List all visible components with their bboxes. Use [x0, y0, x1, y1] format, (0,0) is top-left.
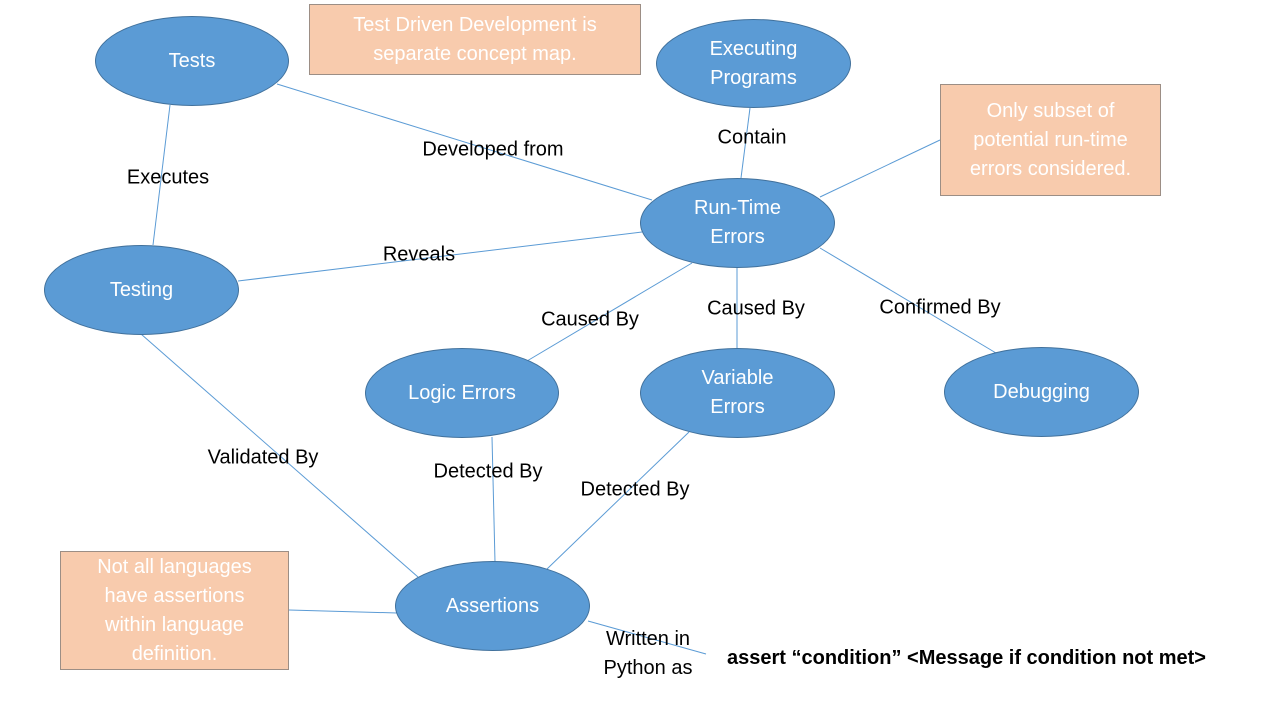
- edge-tests-testing: [152, 104, 171, 246]
- edge-testing-assertions: [140, 333, 419, 578]
- edge-run-time-errors-debugging: [819, 247, 997, 354]
- label-detected-by-logic: Detected By: [433, 460, 543, 483]
- label-executes: Executes: [126, 166, 210, 189]
- label-confirmed-by: Confirmed By: [879, 296, 1001, 319]
- label-written-in-python: Written in Python as: [603, 628, 693, 679]
- node-assertions: Assertions: [395, 561, 590, 651]
- edge-variable-errors-assertions: [546, 431, 690, 570]
- node-tests: Tests: [95, 16, 289, 106]
- label-developed-from: Developed from: [422, 138, 564, 161]
- edge-executing-programs-run-time-errors: [740, 107, 751, 179]
- edge-languages-note-assertions: [288, 609, 398, 614]
- node-variable-errors: Variable Errors: [640, 348, 835, 438]
- assert-syntax-text: assert “condition” <Message if condition…: [727, 647, 1206, 669]
- edge-testing-run-time-errors: [237, 231, 643, 282]
- label-detected-by-variable: Detected By: [580, 478, 690, 501]
- node-logic-errors: Logic Errors: [365, 348, 559, 438]
- run-time-subset-note: Only subset of potential run-time errors…: [940, 84, 1161, 196]
- label-contain: Contain: [717, 126, 787, 149]
- edge-logic-errors-assertions: [491, 436, 496, 563]
- label-caused-by-logic: Caused By: [541, 308, 639, 331]
- assertions-language-note: Not all languages have assertions within…: [60, 551, 289, 670]
- edge-subset-note-run-time-errors: [819, 139, 941, 198]
- node-run-time-errors: Run-Time Errors: [640, 178, 835, 268]
- label-caused-by-variable: Caused By: [707, 297, 805, 320]
- edge-assertions-python-syntax: [587, 620, 707, 655]
- tdd-note: Test Driven Development is separate conc…: [309, 4, 641, 75]
- label-reveals: Reveals: [382, 243, 456, 266]
- label-validated-by: Validated By: [207, 446, 319, 469]
- edge-run-time-errors-logic-errors: [526, 262, 693, 362]
- edge-tests-run-time-errors: [276, 83, 653, 201]
- node-debugging: Debugging: [944, 347, 1139, 437]
- node-testing: Testing: [44, 245, 239, 335]
- node-executing-programs: Executing Programs: [656, 19, 851, 108]
